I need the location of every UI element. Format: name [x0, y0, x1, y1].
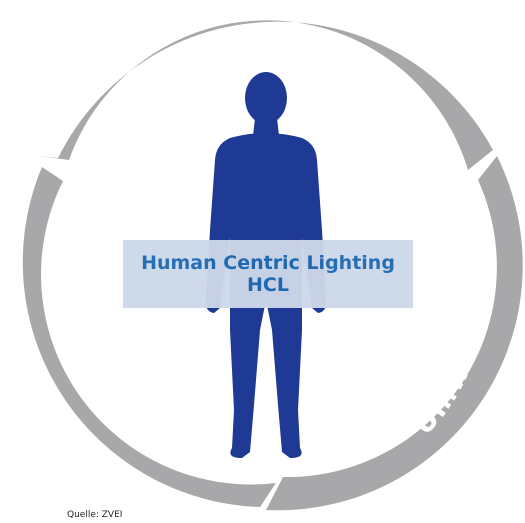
center-subtitle: HCL — [247, 274, 289, 296]
ring-segment-left — [22, 167, 277, 507]
segment-label-efficiency: Effizienz — [183, 0, 340, 32]
source-note: Quelle: ZVEI — [67, 510, 123, 520]
center-title: Human Centric Lighting — [141, 252, 395, 274]
ring-segment-right — [266, 156, 523, 511]
center-label-box: Human Centric Lighting HCL — [123, 240, 413, 308]
